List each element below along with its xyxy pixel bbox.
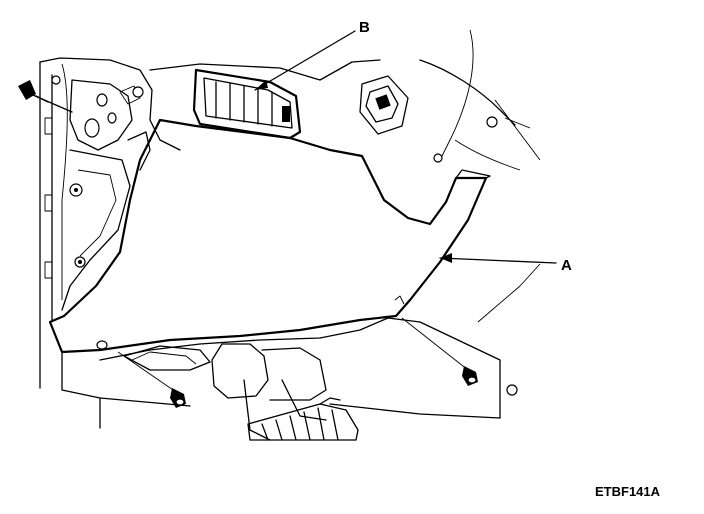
screw-lower-right: [401, 317, 478, 386]
callout-label-b: B: [359, 19, 370, 36]
switch-assembly: [359, 75, 409, 135]
screw-lower-left: [117, 351, 186, 408]
upper-crash-pad: [149, 29, 541, 171]
lower-crash-pad-panel: [48, 118, 491, 354]
leader-line-a: [439, 253, 557, 264]
pedal: [247, 397, 359, 441]
figure-code: ETBF141A: [595, 484, 661, 499]
leader-line-b: [254, 30, 356, 91]
screw-upper-left: [18, 80, 73, 113]
left-pillar-frame: [39, 57, 153, 389]
steering-column-and-lower-structure: [61, 263, 541, 441]
callout-label-a: A: [561, 257, 572, 274]
